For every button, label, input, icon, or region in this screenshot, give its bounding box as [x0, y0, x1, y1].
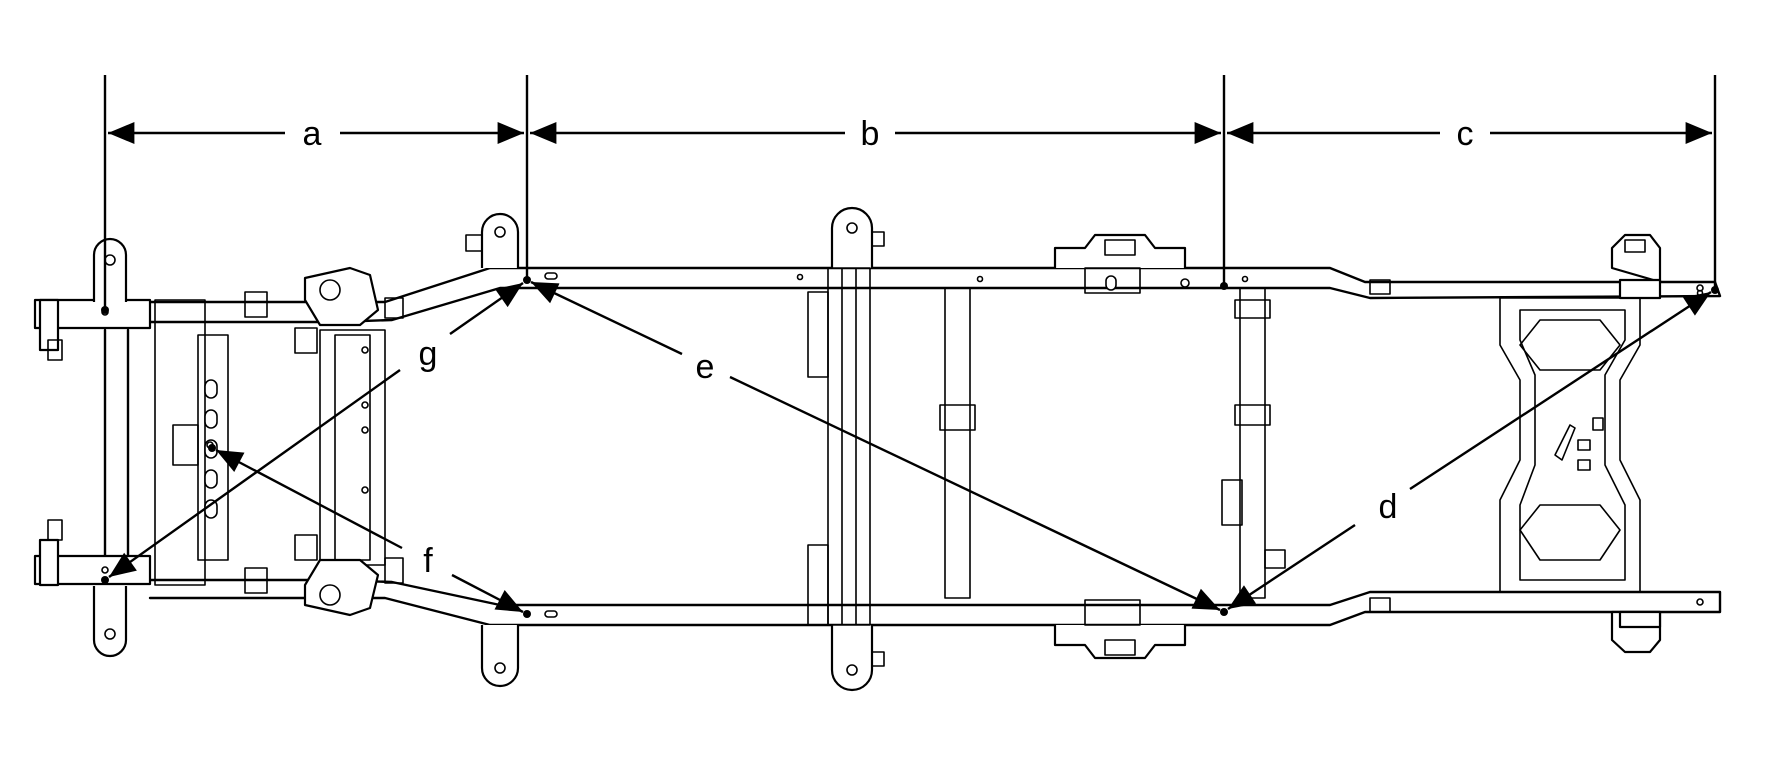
dimension-f	[215, 448, 524, 614]
rail-details	[361, 272, 1704, 618]
label-e: e	[696, 348, 715, 386]
crossmembers	[807, 267, 1286, 626]
dimension-e	[530, 280, 1221, 612]
front-frame-section	[33, 237, 404, 658]
lower-side-rail	[148, 578, 1722, 627]
dimension-g	[108, 282, 524, 578]
label-f: f	[423, 542, 433, 580]
body-mount-brackets	[465, 206, 1187, 692]
label-b: b	[861, 115, 880, 153]
label-g: g	[419, 335, 438, 373]
label-a: a	[303, 115, 322, 153]
dimension-d	[1227, 290, 1712, 611]
rear-frame-section	[1369, 233, 1704, 654]
vehicle-frame	[33, 206, 1722, 692]
label-d: d	[1379, 488, 1398, 526]
dimension-lines	[103, 75, 1717, 614]
dimension-labels: a b c d e f g	[303, 115, 1474, 580]
label-c: c	[1457, 115, 1474, 153]
